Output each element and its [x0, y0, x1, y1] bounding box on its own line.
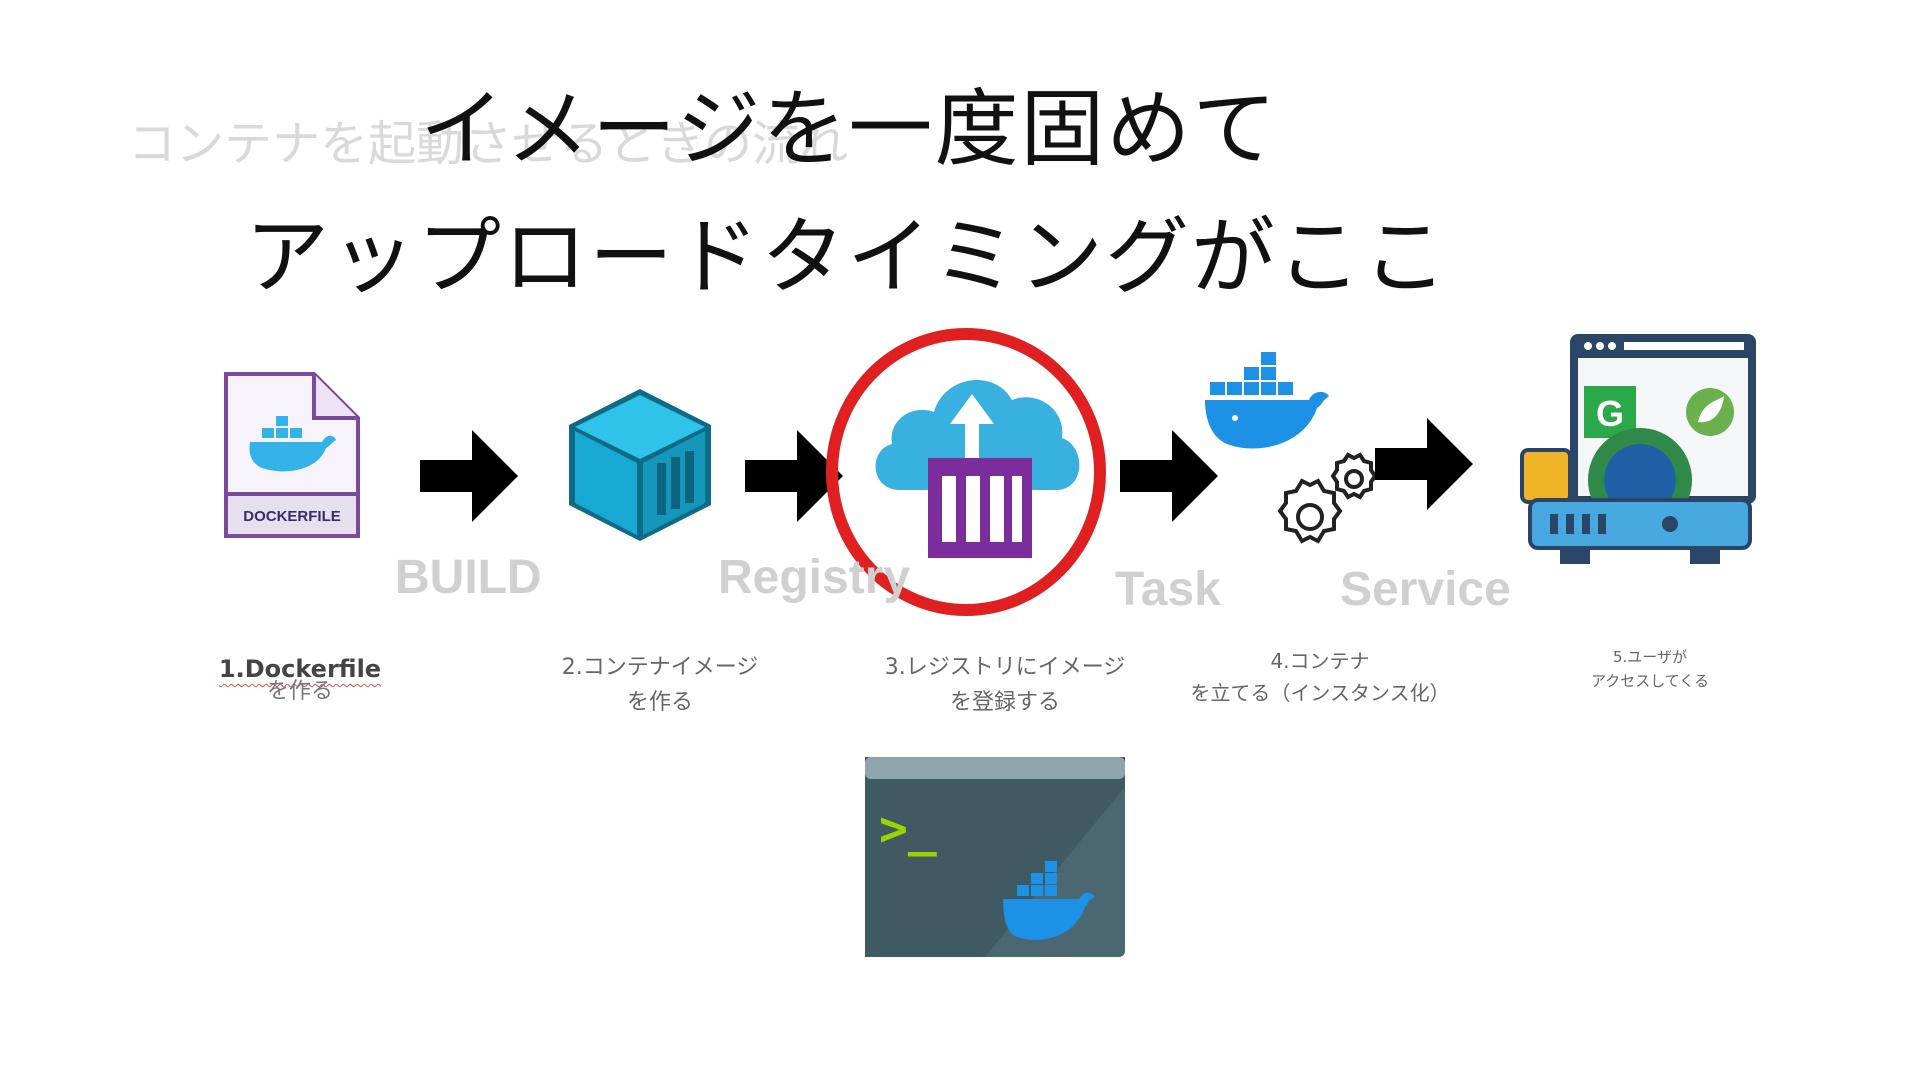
step-5-line-1: 5.ユーザが	[1612, 648, 1687, 666]
step-4-line-2: を立てる（インスタンス化）	[1190, 681, 1450, 705]
arrow-1	[420, 430, 518, 522]
headline-line-2: アップロードタイミングがここ	[245, 208, 1450, 306]
step-2-line-2: を作る	[626, 690, 693, 716]
step-3-line-1: 3.レジストリにイメージ	[884, 655, 1126, 680]
terminal-prompt: >_	[879, 801, 937, 857]
arrow-2	[745, 430, 843, 522]
step-1-line-1: 1.Dockerfile	[218, 655, 382, 683]
step-2-caption: 2.コンテナイメージ を作る	[530, 650, 790, 720]
step-4-caption: 4.コンテナ を立てる（インスタンス化）	[1170, 645, 1470, 709]
step-4-line-1: 4.コンテナ	[1270, 649, 1370, 673]
highlight-circle	[826, 328, 1106, 616]
stage-label-build: BUILD	[395, 551, 542, 604]
docker-whale-icon	[1205, 352, 1329, 449]
arrow-3	[1120, 430, 1218, 522]
step-3-caption: 3.レジストリにイメージ を登録する	[860, 650, 1150, 720]
headline-line-1: イメージを一度固めて	[420, 80, 1279, 178]
step-1-line-2: を作る	[266, 679, 333, 705]
docker-terminal-icon: >_	[865, 757, 1125, 957]
container-image-icon	[569, 389, 711, 541]
stage-label-task: Task	[1115, 563, 1221, 616]
dockerfile-icon: DOCKERFILE	[224, 372, 360, 538]
step-2-line-1: 2.コンテナイメージ	[561, 655, 759, 680]
stage-label-service: Service	[1340, 563, 1511, 616]
web-service-icon: G	[1520, 334, 1756, 564]
gears-icon	[1277, 452, 1378, 544]
dockerfile-badge-text: DOCKERFILE	[243, 508, 341, 525]
registry-cloud-icon	[875, 379, 1080, 558]
step-5-caption: 5.ユーザが アクセスしてくる	[1550, 645, 1750, 693]
stage-label-registry: Registry	[718, 551, 911, 604]
step-5-line-2: アクセスしてくる	[1590, 672, 1710, 690]
step-3-line-2: を登録する	[949, 690, 1060, 716]
web-badge-text: G	[1596, 393, 1624, 434]
arrow-4	[1375, 418, 1473, 510]
background-title: コンテナを起動させるときの流れ	[128, 116, 849, 172]
step-1-caption: 1.Dockerfile を作る	[200, 650, 400, 710]
